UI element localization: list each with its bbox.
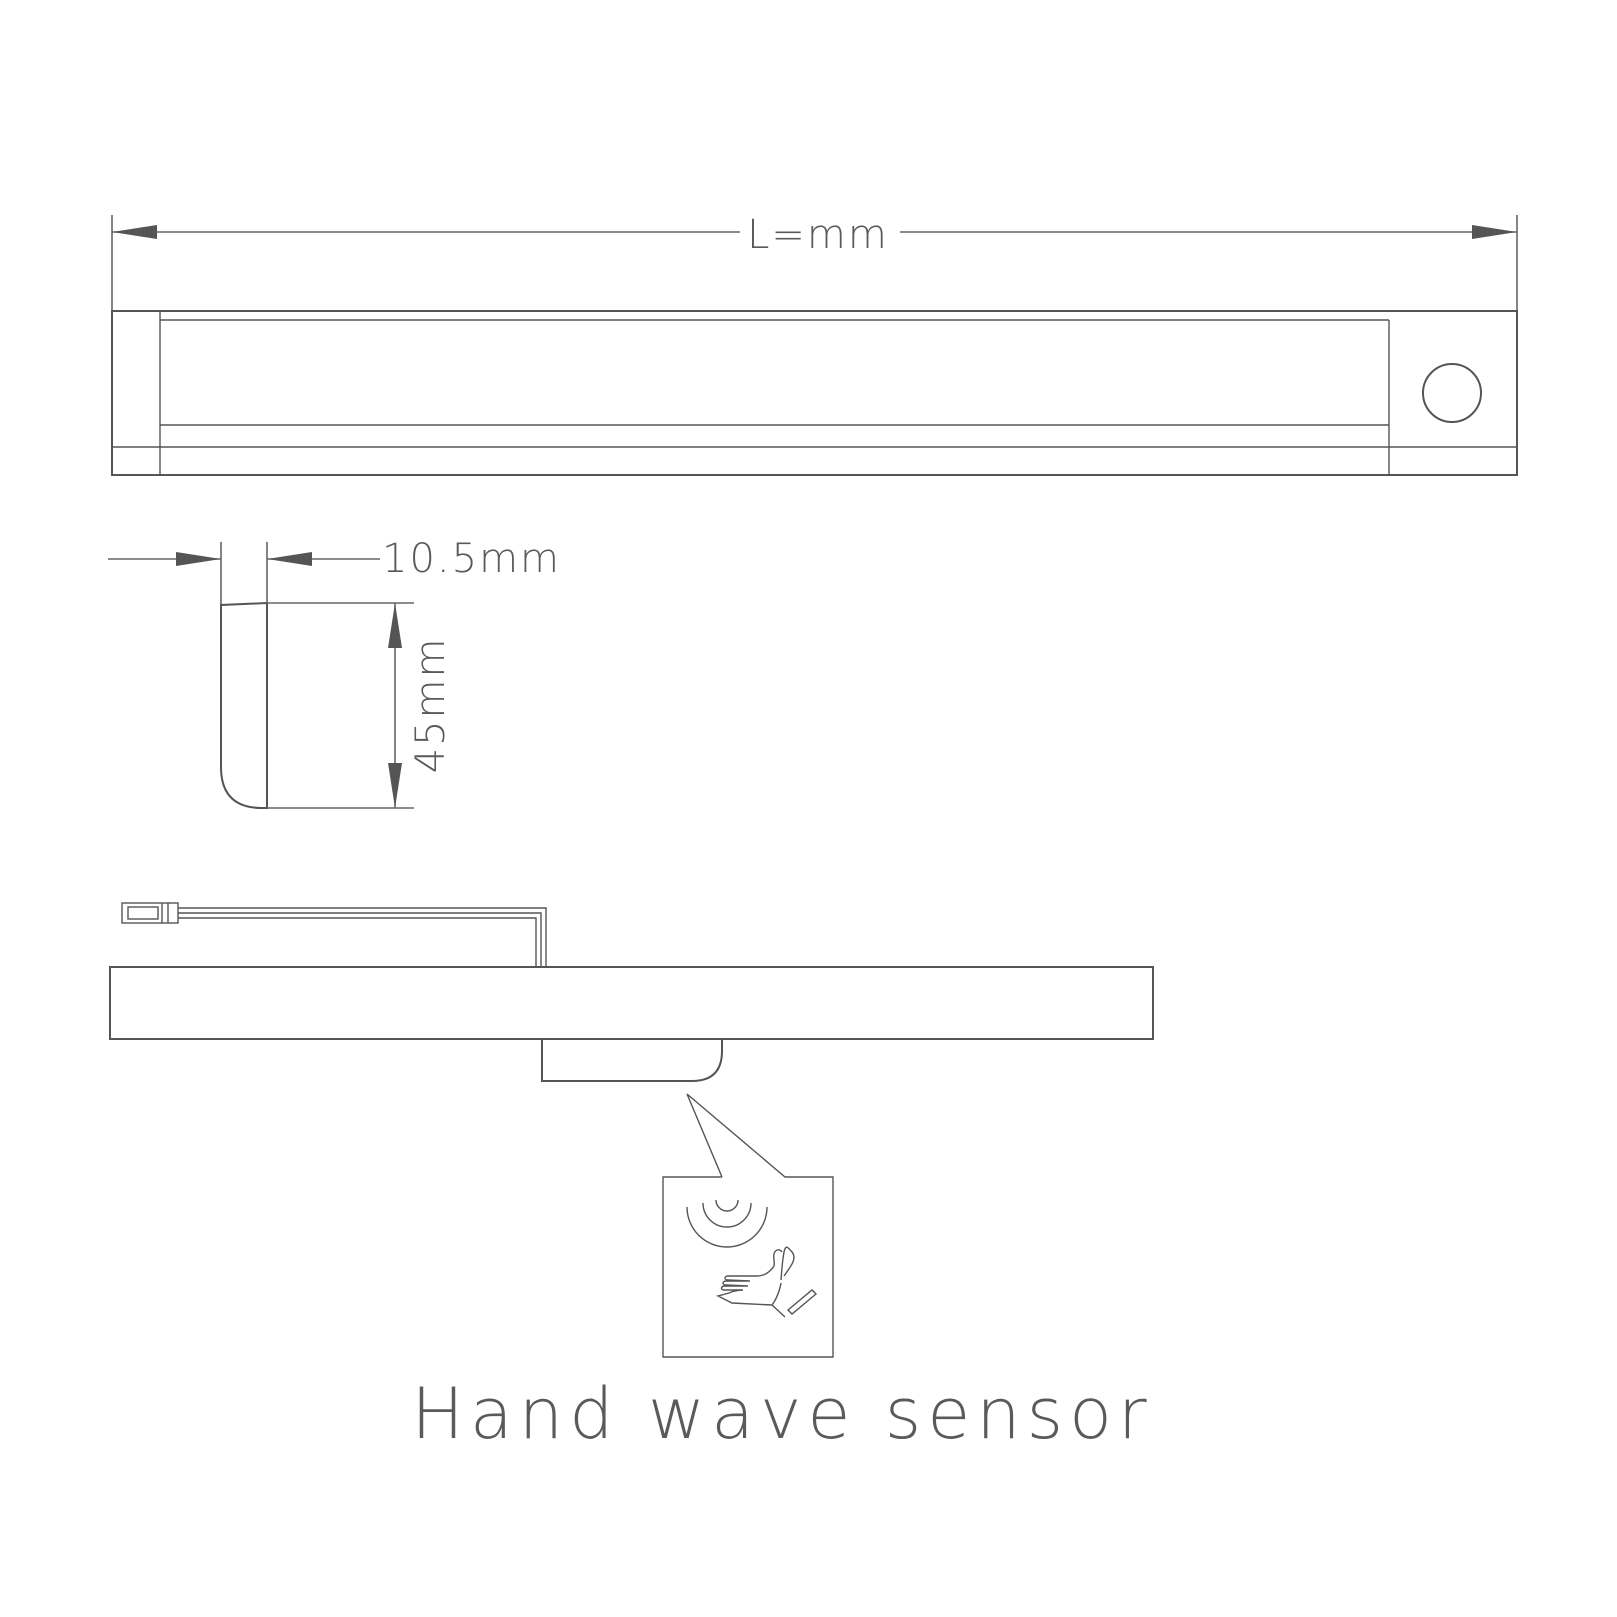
sensor-callout (662, 1093, 834, 1358)
hand-wrist-line (771, 1304, 786, 1318)
hand-outline (716, 1246, 795, 1306)
height-dimension: 45mm (267, 602, 454, 809)
cable-wire-1 (178, 907, 547, 967)
top-view-light-bar (111, 310, 1518, 476)
callout-box (662, 1093, 834, 1358)
caption: Hand wave sensor (411, 1373, 1152, 1455)
height-label: 45mm (408, 637, 454, 774)
width-label: 10.5mm (382, 536, 561, 582)
bar-side-outline (109, 966, 1154, 1040)
cable-wire-3 (178, 917, 537, 967)
connector-plug-inner (127, 906, 159, 920)
waving-hand-icon (716, 1246, 818, 1318)
cable-wire-2 (178, 912, 542, 967)
cross-section-profile (220, 601, 268, 809)
bar-outline (111, 310, 1518, 476)
side-view (109, 902, 1154, 1082)
height-arrow-bottom (388, 763, 402, 808)
width-arrow-right (267, 552, 312, 566)
length-dimension: L=mm (111, 212, 1518, 310)
motion-waves-icon (686, 1199, 768, 1248)
connector-plug (121, 902, 179, 924)
profile-outline (220, 601, 268, 809)
length-arrow-left (112, 225, 157, 239)
sensor-housing (541, 1039, 723, 1082)
height-arrow-top (388, 603, 402, 648)
width-dimension: 10.5mm (108, 536, 561, 605)
wave-outer (686, 1206, 768, 1248)
wave-inner (715, 1199, 739, 1212)
length-label: L=mm (747, 212, 889, 258)
wave-middle (702, 1202, 752, 1228)
length-arrow-right (1472, 225, 1517, 239)
sensor-window (1422, 363, 1482, 423)
hand-cuff (786, 1289, 818, 1315)
width-arrow-left (176, 552, 221, 566)
